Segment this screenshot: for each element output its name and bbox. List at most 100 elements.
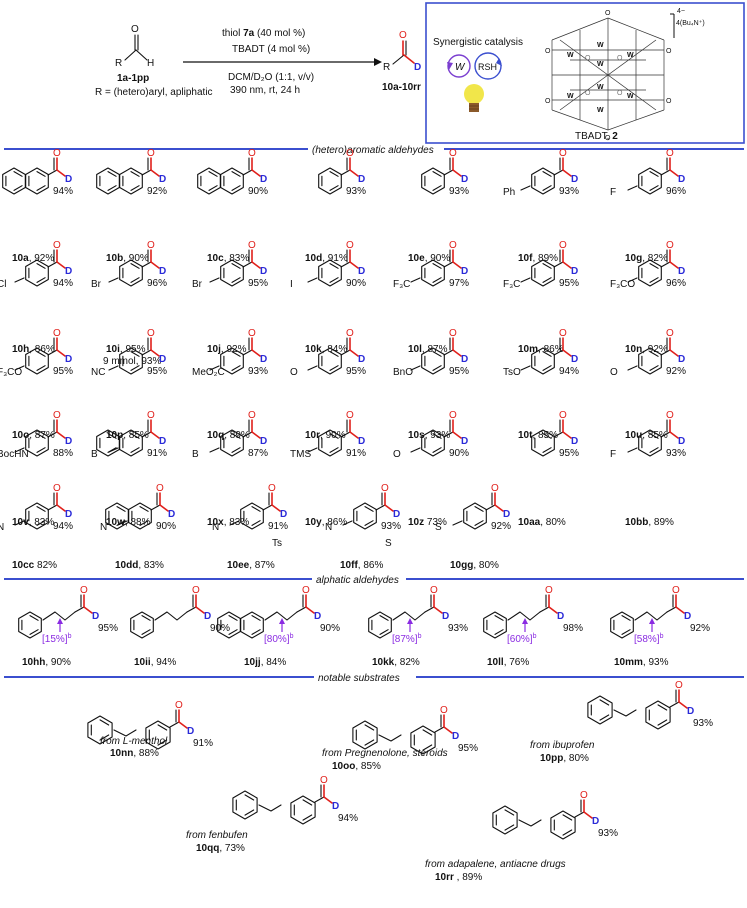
deuterium-label: D [678, 266, 685, 277]
d-incorporation: 87% [248, 448, 268, 459]
aldehyde-oxygen: O [545, 585, 553, 596]
aldehyde-oxygen: O [302, 585, 310, 596]
ester-ring [645, 700, 671, 730]
svg-text:O: O [666, 98, 672, 105]
deuterium-label: D [92, 611, 99, 622]
deuterium-label: D [168, 509, 175, 520]
compound-label: 10qq, 73% [196, 843, 245, 854]
d-incorporation: 91% [268, 521, 288, 532]
compound-label: 10a, 92% [12, 253, 54, 264]
benzene-ring [610, 611, 634, 639]
aldehyde-oxygen: O [675, 680, 683, 691]
d-incorporation: 95% [458, 743, 478, 754]
substituent-label: Br [91, 279, 102, 290]
aldehyde-oxygen: O [156, 483, 164, 494]
deuterium-label: D [571, 266, 578, 277]
aldehyde-oxygen: O [449, 148, 457, 159]
origin-note: from ibuprofen [530, 740, 595, 751]
sm-oxygen: O [131, 24, 139, 35]
d-incorporation: 90% [156, 521, 176, 532]
aldehyde-oxygen: O [346, 410, 354, 421]
substituent-label: BocHN [0, 449, 29, 460]
ester-ring [550, 810, 576, 840]
d-incorporation: 93% [666, 448, 686, 459]
deuterium-label: D [442, 611, 449, 622]
aldehyde-oxygen: O [53, 148, 61, 159]
aldehyde-oxygen: O [440, 705, 448, 716]
svg-text:W: W [597, 42, 604, 49]
aldehyde-oxygen: O [449, 410, 457, 421]
deuterium-label: D [678, 174, 685, 185]
aldehyde-oxygen: O [268, 483, 276, 494]
deuterium-label: D [678, 354, 685, 365]
d-incorporation: 91% [193, 738, 213, 749]
compound-label: 10ff, 86% [340, 560, 383, 571]
aldehyde-oxygen: O [175, 700, 183, 711]
sm-r-group: R [115, 58, 122, 69]
substituent-label: F₃CO [610, 279, 635, 290]
aldehyde-oxygen: O [147, 148, 155, 159]
compound-label: 10rr , 89% [435, 872, 482, 883]
compound-label: 10gg, 80% [450, 560, 499, 571]
substituent-label: BnO [393, 367, 413, 378]
deuterium-label: D [260, 354, 267, 365]
deuterium-label: D [461, 354, 468, 365]
ester-ring [145, 720, 171, 750]
substituent-label: F [610, 187, 616, 198]
section-aromatic: (hetero)aromatic aldehydes [312, 145, 434, 156]
substituent-label: NC [91, 367, 105, 378]
tbadt-cage-structure [551, 17, 665, 131]
benzene-ring [232, 790, 258, 820]
compound-label: 10nn, 88% [110, 748, 159, 759]
compound-label: 10n, 92% [625, 344, 668, 355]
d-incorporation: 92% [491, 521, 511, 532]
svg-text:W: W [567, 52, 574, 59]
aldehyde-oxygen: O [248, 328, 256, 339]
substituent-label: N [100, 522, 107, 533]
d-incorporation: 94% [338, 813, 358, 824]
deuterium-label: D [204, 611, 211, 622]
compound-label: 10b, 90% [106, 253, 149, 264]
svg-text:W: W [627, 52, 634, 59]
d-incorporation: 95% [53, 366, 73, 377]
aldehyde-oxygen: O [147, 328, 155, 339]
benzene-ring [492, 805, 518, 835]
compound-label: 10w, 88% [106, 517, 151, 528]
origin-note: from L-menthol [100, 736, 168, 747]
deuterium-label: D [358, 436, 365, 447]
d-incorporation: 88% [53, 448, 73, 459]
compound-label: 10oo, 85% [332, 761, 381, 772]
deuterium-label: D [159, 174, 166, 185]
general-reaction: O R H 1a-1pp R = (hetero)aryl, apliphati… [95, 24, 421, 98]
svg-text:O: O [666, 48, 672, 55]
d-incorporation: 90% [320, 623, 340, 634]
prod-deuterium: D [414, 62, 421, 73]
d-incorporation: 90% [210, 623, 230, 634]
aldehyde-oxygen: O [666, 410, 674, 421]
light-bulb-icon [464, 84, 484, 112]
compound-label: 10c, 83% [207, 253, 249, 264]
benzene-ring [352, 720, 378, 750]
d-incorporation: 92% [690, 623, 710, 634]
aldehyde-oxygen: O [53, 240, 61, 251]
deuterium-label: D [571, 174, 578, 185]
d-incorporation: 93% [248, 366, 268, 377]
substituent-label: F [610, 449, 616, 460]
aldehyde-oxygen: O [666, 240, 674, 251]
compound-label: 10y, 86% [305, 517, 347, 528]
substituent-label: F₃CO [0, 367, 22, 378]
compound-label: 10bb, 89% [625, 517, 674, 528]
substituent-label: Ts [272, 538, 282, 549]
section-notable: notable substrates [318, 673, 400, 684]
